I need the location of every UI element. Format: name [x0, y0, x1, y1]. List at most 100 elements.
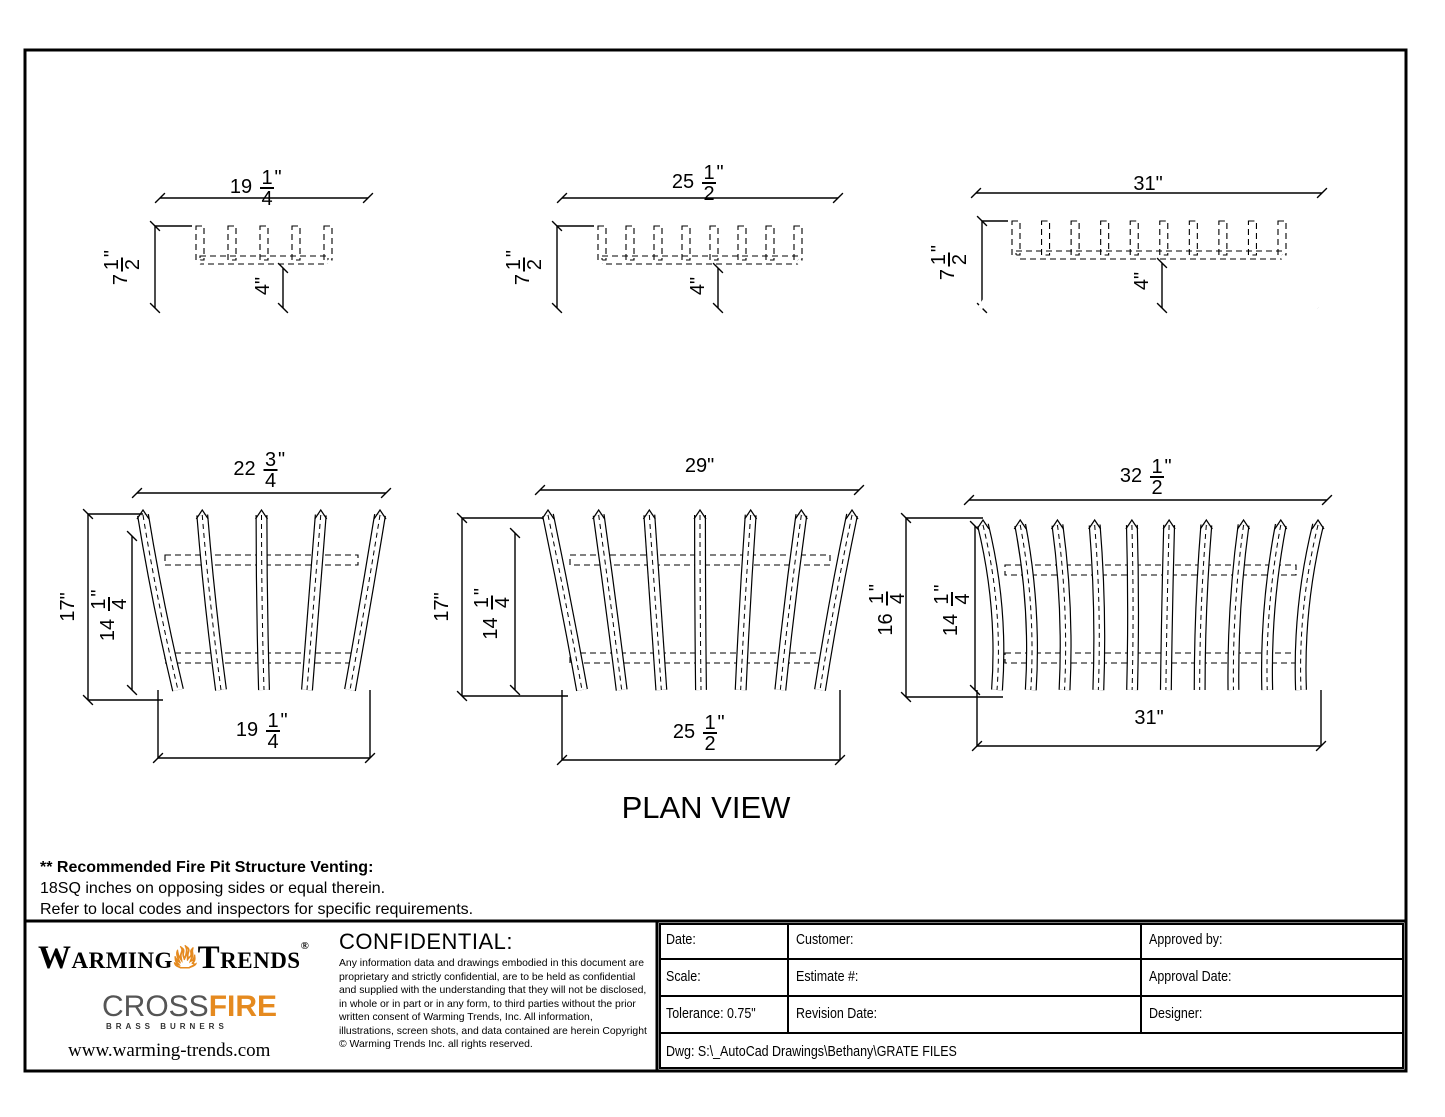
- side-height-label-2-whole: 7: [512, 274, 534, 285]
- side-width-dim-1-tick-0: [154, 192, 166, 204]
- plan-top-label-3-whole: 32: [1120, 465, 1142, 487]
- plan-top-label-3-inch: ": [1164, 456, 1171, 478]
- plan-inner-depth-label-1-whole: 14: [97, 619, 119, 641]
- side-leg-dim-3-tick-0: [1156, 257, 1168, 269]
- plan-bar-tip-3-5: [1162, 518, 1176, 530]
- plan-top-dim-2-tick-0: [534, 484, 546, 496]
- side-height-dim-1-tick-1: [149, 302, 161, 314]
- side-width-dim-3-tick-1: [1316, 187, 1328, 199]
- scale-field: Scale:: [666, 969, 701, 985]
- crossfire-logo: CROSSFIRE: [102, 990, 277, 1024]
- plan-bar-fill-2-0: [543, 514, 587, 691]
- side-leg-label-1-text: 4": [252, 277, 274, 295]
- plan-bar-tip-2-1: [592, 508, 606, 520]
- side-height-label-1-den: 2: [122, 259, 144, 270]
- plan-outer-depth-label-1-text: 17": [57, 592, 79, 621]
- side-width-label-1-inch: ": [274, 167, 281, 189]
- plan-bar-center-3-5: [1165, 524, 1170, 691]
- plan-bar-fill-2-2: [644, 514, 667, 691]
- plan-bar-tip-1-2: [255, 508, 268, 520]
- side-post-3-5: [1159, 220, 1169, 256]
- customer-field: Customer:: [796, 932, 854, 948]
- side-width-dim-2-tick-1: [832, 192, 844, 204]
- plan-top-label-2-text: 29": [685, 455, 714, 477]
- plan-top-dim-2-tick-1: [853, 484, 865, 496]
- side-height-label-1-whole: 7: [110, 274, 132, 285]
- plan-rail-top-1: [164, 554, 359, 566]
- approval-date-field: Approval Date:: [1149, 969, 1232, 985]
- plan-bar-center-2-1: [598, 514, 623, 691]
- side-leg-label-3: 4": [1131, 272, 1153, 290]
- plan-inner-depth-label-1-num: 1: [88, 598, 110, 609]
- side-leg-dim-3-tick-1: [1156, 302, 1168, 314]
- side-height-label-3-inch: ": [928, 245, 950, 252]
- plan-bottom-label-2-den: 2: [704, 733, 715, 755]
- side-post-3-8: [1247, 220, 1257, 256]
- plan-bottom-label-3-text: 31": [1134, 707, 1163, 729]
- plan-inner-depth-label-3-num: 1: [931, 593, 953, 604]
- side-width-dim-2-tick-0: [556, 192, 568, 204]
- plan-bar-tip-3-7: [1237, 518, 1251, 530]
- plan-bar-center-3-6: [1199, 524, 1207, 691]
- plan-bar-fill-1-4: [345, 514, 385, 691]
- plan-bar-tip-3-8: [1274, 518, 1288, 530]
- plan-bar-tip-3-3: [1088, 518, 1102, 530]
- side-post-2-2: [653, 225, 663, 261]
- side-post-1-4: [323, 225, 333, 261]
- confidential-notice: CONFIDENTIAL: Any information data and d…: [339, 929, 649, 1052]
- side-width-label-2-whole: 25: [672, 171, 694, 193]
- side-leg-label-2-text: 4": [687, 277, 709, 295]
- side-post-3-6: [1188, 220, 1198, 256]
- plan-inner-depth-label-3-whole: 14: [940, 614, 962, 636]
- plan-top-dim-3-tick-1: [1321, 494, 1333, 506]
- plan-bar-tip-2-4: [744, 508, 758, 520]
- side-post-3-2: [1070, 220, 1080, 256]
- plan-bar-center-3-4: [1131, 524, 1134, 691]
- side-leg-left-fill-3: [977, 253, 1019, 310]
- date-field: Date:: [666, 932, 696, 948]
- brand-name-part2: Trends: [197, 940, 301, 976]
- plan-inner-depth-label-2-num: 1: [471, 597, 493, 608]
- side-width-label-1-num: 1: [261, 167, 272, 189]
- side-post-3-3: [1100, 220, 1110, 256]
- side-post-3-7: [1218, 220, 1228, 256]
- website-link[interactable]: www.warming-trends.com: [68, 1040, 271, 1061]
- venting-line-2: Refer to local codes and inspectors for …: [40, 901, 474, 918]
- plan-outer-depth-label-2: 17": [431, 592, 453, 621]
- plan-bar-tip-1-4: [373, 508, 387, 520]
- side-width-dim-3-tick-0: [970, 187, 982, 199]
- plan-bar-tip-1-0: [136, 508, 150, 520]
- plan-inner-depth-dim-1-tick-1: [126, 684, 138, 696]
- side-width-label-1-den: 4: [261, 188, 272, 210]
- venting-note: ** Recommended Fire Pit Structure Ventin…: [40, 857, 473, 920]
- side-leg-dim-1-tick-1: [277, 302, 289, 314]
- side-leg-label-3-text: 4": [1131, 272, 1153, 290]
- side-post-2-0: [597, 225, 607, 261]
- side-leg-label-1: 4": [252, 277, 274, 295]
- side-post-2-5: [737, 225, 747, 261]
- side-leg-right-fill-2: [796, 258, 836, 310]
- side-height-label-1-inch: ": [101, 250, 123, 257]
- plan-bar-fill-1-3: [302, 514, 326, 691]
- plan-bar-fill-2-1: [593, 514, 627, 691]
- side-height-label-2-num: 1: [503, 259, 525, 270]
- plan-bar-tip-2-5: [794, 508, 808, 520]
- plan-outer-depth-label-3-num: 1: [866, 593, 888, 604]
- side-post-1-0: [195, 225, 205, 261]
- plan-bottom-label-2-inch: ": [717, 712, 724, 734]
- side-leg-left-fill-2: [564, 258, 604, 310]
- plan-bar-tip-3-4: [1125, 518, 1139, 530]
- approved-by-field: Approved by:: [1149, 932, 1223, 948]
- revision-date-field: Revision Date:: [796, 1006, 878, 1022]
